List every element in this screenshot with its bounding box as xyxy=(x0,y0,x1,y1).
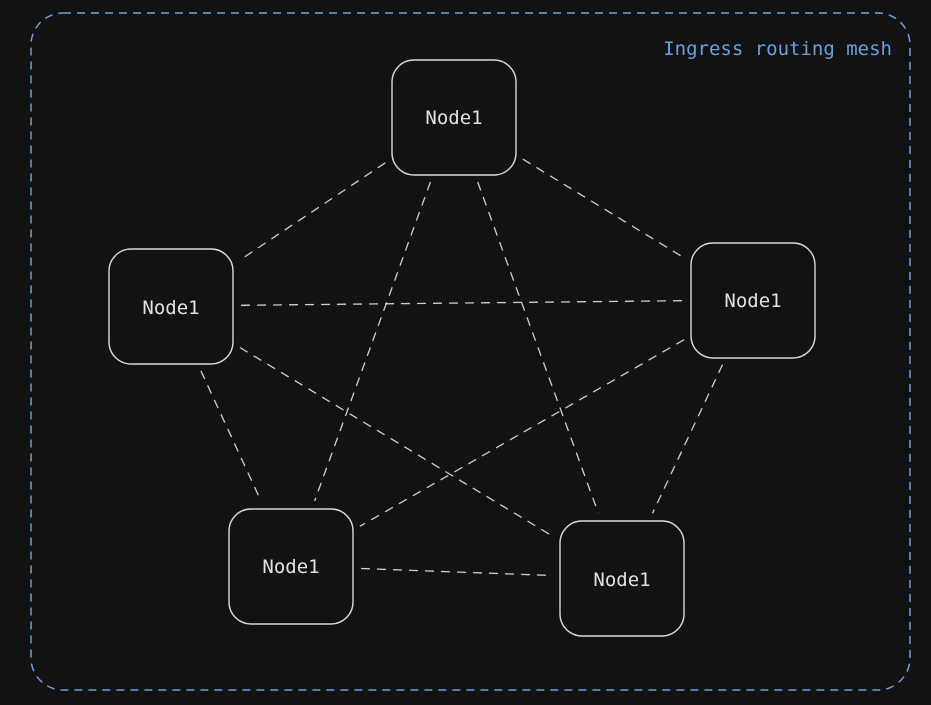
connection-line-bottom-left-bottom-right xyxy=(360,567,553,577)
node-top[interactable]: Node1 xyxy=(391,59,517,176)
connection-line-top-bottom-right xyxy=(477,181,599,514)
node-label: Node1 xyxy=(262,556,319,578)
node-label: Node1 xyxy=(142,297,199,319)
node-label: Node1 xyxy=(425,107,482,129)
mesh-title: Ingress routing mesh xyxy=(663,38,892,60)
connection-line-top-bottom-left xyxy=(313,181,432,502)
node-right[interactable]: Node1 xyxy=(690,242,816,359)
connection-line-left-bottom-left xyxy=(200,370,262,502)
node-label: Node1 xyxy=(593,569,650,591)
connection-lines xyxy=(200,158,724,577)
connection-line-left-right xyxy=(240,300,684,306)
node-label: Node1 xyxy=(724,290,781,312)
connection-line-left-bottom-right xyxy=(239,346,554,538)
node-bottom-right[interactable]: Node1 xyxy=(559,520,685,637)
node-left[interactable]: Node1 xyxy=(108,248,234,365)
connection-line-top-left xyxy=(239,162,386,261)
connection-line-right-bottom-right xyxy=(651,364,724,514)
connection-line-right-bottom-left xyxy=(359,339,685,527)
mesh-boundary xyxy=(30,12,911,691)
node-bottom-left[interactable]: Node1 xyxy=(228,508,354,625)
connection-line-top-right xyxy=(522,158,685,259)
